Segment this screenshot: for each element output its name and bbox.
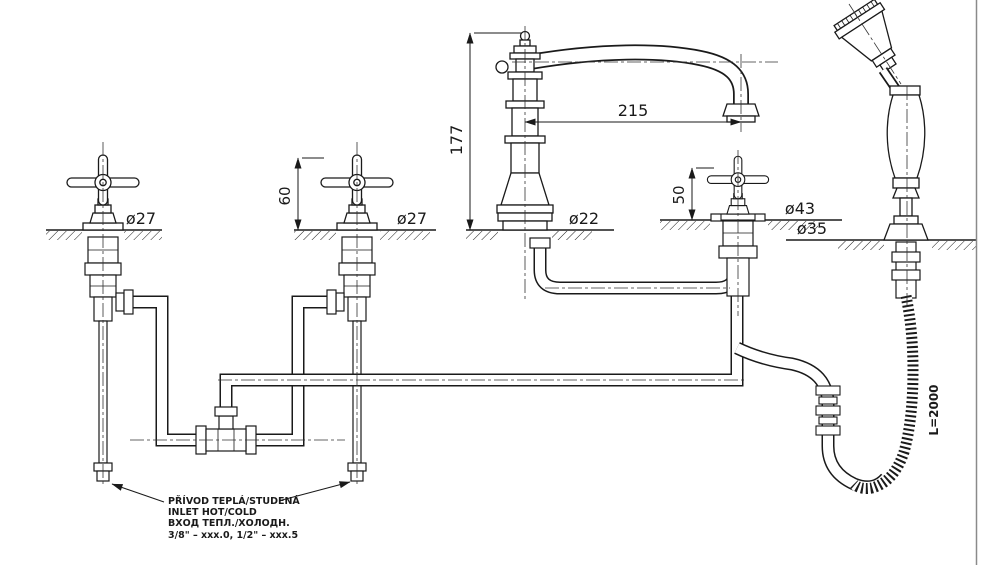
- hose-weights: [815, 385, 841, 436]
- dim-177-label: 177: [447, 125, 466, 156]
- dim-60-label: 60: [276, 186, 294, 205]
- valve-side-couplings: [115, 237, 551, 315]
- label-valve-left-dia: ø27: [126, 209, 156, 228]
- dim-50-label: 50: [670, 185, 688, 204]
- note-line-4: 3/8" – xxx.0, 1/2" – xxx.5: [168, 530, 298, 541]
- diverter-handle: [706, 155, 770, 222]
- dim-valve-height: 60: [276, 157, 324, 231]
- label-valve-mid-dia: ø27: [397, 209, 427, 228]
- shower-hose-coil: [850, 294, 919, 494]
- tee-fitting: [195, 406, 257, 455]
- dim-215-label: 215: [618, 101, 649, 120]
- diverter-below-deck-body: [718, 219, 758, 297]
- centerlines: [102, 3, 908, 486]
- dim-diverter-height: 50: [670, 167, 714, 221]
- diameter-labels: ø27 ø27 ø22 ø43 ø35 L=2000: [126, 199, 941, 436]
- dim-spout-reach: 215: [524, 101, 742, 126]
- shower-head: [833, 0, 897, 73]
- inlet-arrow-right: [281, 481, 351, 501]
- hand-shower: [833, 0, 929, 241]
- shower-below-deck-body: [891, 241, 921, 299]
- note-line-1: PŘÍVOD TEPLÁ/STUDENÁ: [168, 495, 300, 507]
- label-diverter-dia: ø43: [785, 199, 815, 218]
- note-line-3: ВХОД ТЕПЛ./ХОЛОДН.: [168, 518, 290, 529]
- dim-spout-height: 177: [447, 32, 522, 231]
- inlet-arrow-left: [111, 483, 165, 503]
- label-hose-length: L=2000: [927, 384, 941, 435]
- note-line-2: INLET HOT/COLD: [168, 507, 257, 518]
- label-spout-dia: ø22: [569, 209, 599, 228]
- label-shower-dia: ø35: [797, 219, 827, 238]
- spout: [495, 30, 760, 231]
- notes-block: PŘÍVOD TEPLÁ/STUDENÁ INLET HOT/COLD ВХОД…: [111, 481, 351, 541]
